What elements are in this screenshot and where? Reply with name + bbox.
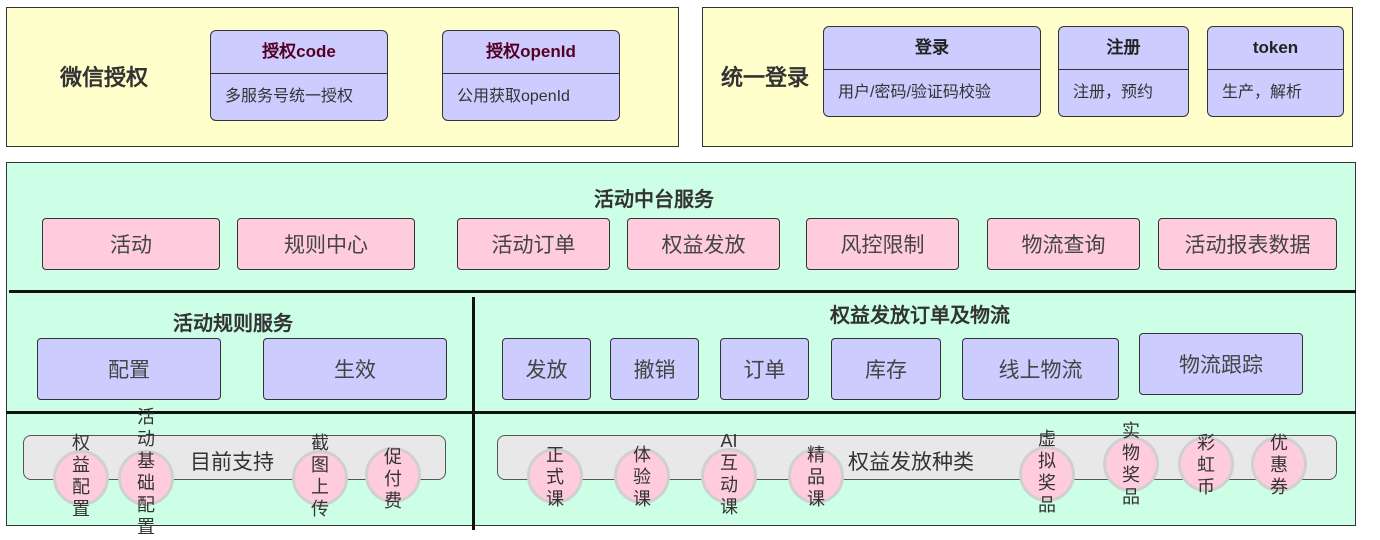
kind-text-premium-course: 精品课 — [807, 445, 825, 509]
register-header: 注册 — [1059, 27, 1188, 70]
kind-circle-virtual-prize — [1019, 446, 1075, 502]
divider-lower — [6, 411, 1356, 414]
kind-circle-coupon — [1251, 436, 1307, 492]
unified-login-title: 统一登录 — [721, 65, 810, 90]
middle-item-activity-report: 活动报表数据 — [1158, 218, 1337, 270]
order-item-online-logistics: 线上物流 — [962, 338, 1119, 400]
order-item-logistics-tracking: 物流跟踪 — [1139, 333, 1303, 395]
middle-service-title: 活动中台服务 — [594, 189, 714, 211]
login-header: 登录 — [824, 27, 1040, 70]
login-card: 登录 用户/密码/验证码校验 — [823, 26, 1041, 117]
kind-text-coupon: 优惠券 — [1270, 433, 1288, 497]
rule-service-title: 活动规则服务 — [173, 313, 293, 335]
kind-circle-trial-course — [614, 448, 670, 504]
middle-item-risk-control: 风控限制 — [806, 218, 959, 270]
login-desc: 用户/密码/验证码校验 — [838, 84, 991, 101]
support-text-benefit-config: 权益配置 — [72, 433, 90, 519]
kind-text-rainbow-coin: 彩虹币 — [1197, 433, 1215, 497]
divider-vertical — [472, 297, 475, 530]
auth-openid-desc: 公用获取openId — [457, 88, 570, 105]
divider-upper — [9, 290, 1356, 293]
kind-text-physical-prize: 实物奖品 — [1122, 421, 1140, 507]
kind-circle-physical-prize — [1103, 436, 1159, 492]
kind-circle-premium-course — [788, 448, 844, 504]
middle-item-activity: 活动 — [42, 218, 220, 270]
auth-code-desc: 多服务号统一授权 — [225, 88, 354, 105]
support-label: 目前支持 — [190, 451, 274, 474]
token-card: token 生产，解析 — [1207, 26, 1344, 117]
kind-text-trial-course: 体验课 — [633, 445, 651, 509]
auth-openid-header: 授权openId — [443, 31, 619, 74]
support-circle-screenshot-upload — [292, 450, 348, 506]
kinds-label: 权益发放种类 — [848, 451, 974, 474]
wechat-auth-title: 微信授权 — [60, 65, 149, 90]
rule-item-config: 配置 — [37, 338, 221, 400]
support-text-basic-config: 活动基础配置 — [137, 407, 155, 537]
middle-item-activity-order: 活动订单 — [457, 218, 610, 270]
support-circle-pay-promote — [365, 447, 421, 503]
kind-circle-ai-course — [701, 448, 757, 504]
middle-item-benefit-issue: 权益发放 — [627, 218, 780, 270]
support-circle-benefit-config — [53, 450, 109, 506]
order-item-issue: 发放 — [502, 338, 591, 400]
register-card: 注册 注册，预约 — [1058, 26, 1189, 117]
order-item-inventory: 库存 — [831, 338, 941, 400]
token-desc: 生产，解析 — [1222, 84, 1303, 101]
support-circle-basic-config — [118, 450, 174, 506]
order-item-revoke: 撤销 — [610, 338, 699, 400]
benefit-order-title: 权益发放订单及物流 — [830, 305, 1010, 327]
kind-circle-formal-course — [527, 448, 583, 504]
auth-code-card: 授权code 多服务号统一授权 — [210, 30, 388, 121]
register-desc: 注册，预约 — [1073, 84, 1154, 101]
rule-item-effective: 生效 — [263, 338, 447, 400]
wechat-auth-panel: 微信授权 授权code 多服务号统一授权 授权openId 公用获取openId — [6, 7, 679, 147]
kind-circle-rainbow-coin — [1178, 436, 1234, 492]
unified-login-panel: 统一登录 登录 用户/密码/验证码校验 注册 注册，预约 token 生产，解析 — [702, 7, 1353, 147]
kind-text-virtual-prize: 虚拟奖品 — [1038, 429, 1056, 515]
middle-item-logistics-query: 物流查询 — [987, 218, 1140, 270]
auth-code-header: 授权code — [211, 31, 387, 74]
support-text-screenshot-upload: 截图上传 — [311, 433, 329, 519]
support-text-pay-promote: 促付费 — [384, 447, 402, 511]
middle-item-rule-center: 规则中心 — [237, 218, 415, 270]
token-header: token — [1208, 27, 1343, 70]
auth-openid-card: 授权openId 公用获取openId — [442, 30, 620, 121]
order-item-order: 订单 — [720, 338, 809, 400]
kind-text-formal-course: 正式课 — [546, 445, 564, 509]
kind-text-ai-course: AI互动课 — [720, 431, 738, 517]
